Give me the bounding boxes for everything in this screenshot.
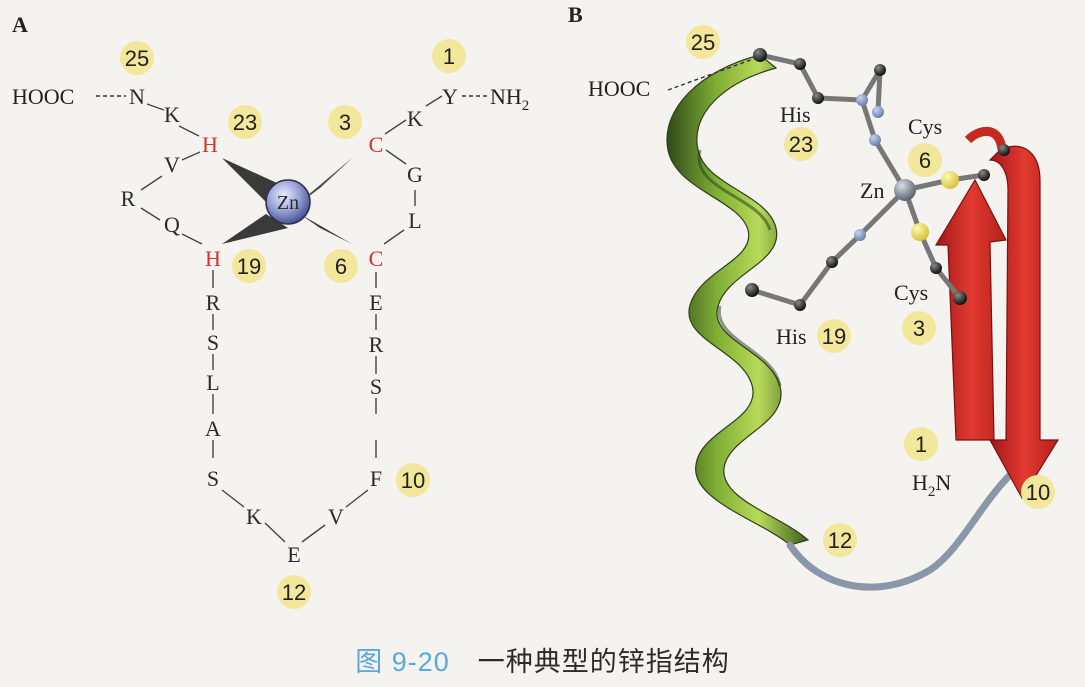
residue-11: V	[328, 504, 344, 529]
residue-17: S	[207, 330, 219, 355]
badge-1: 1	[443, 44, 455, 69]
residue-23-his: H	[202, 132, 218, 157]
badge-25: 25	[125, 46, 149, 71]
diagram-canvas: A Zn	[12, 2, 1060, 609]
badge-3: 3	[339, 110, 351, 135]
residue-2: K	[407, 106, 423, 131]
badge-b-10: 10	[1026, 480, 1050, 505]
badge-b-23: 23	[789, 132, 813, 157]
badge-b-3: 3	[913, 316, 925, 341]
panel-b-cterm: HOOC	[588, 76, 650, 101]
residue-10: F	[370, 466, 382, 491]
residue-4: G	[407, 162, 423, 187]
badge-19: 19	[237, 254, 261, 279]
panel-a-label: A	[12, 12, 28, 37]
zinc-coordination-center: Zn	[222, 158, 352, 244]
panel-b-label: B	[568, 2, 583, 27]
zinc-atom	[894, 179, 916, 201]
residue-8: R	[369, 332, 384, 357]
sulfur-atom	[911, 223, 929, 241]
badge-b-25: 25	[691, 30, 715, 55]
panel-a-cterm: HOOC	[12, 84, 74, 109]
residue-3-cys: C	[369, 132, 384, 157]
residue-6-cys: C	[369, 246, 384, 271]
panel-b-nterm: H2N	[912, 470, 951, 500]
loop-coil	[786, 471, 1014, 591]
badge-6: 6	[335, 254, 347, 279]
cys-3-label: Cys	[894, 280, 928, 305]
badge-12: 12	[282, 580, 306, 605]
residue-13: K	[246, 504, 262, 529]
residue-24: K	[164, 102, 180, 127]
zinc-label: Zn	[277, 192, 299, 214]
residue-7: E	[369, 290, 382, 315]
panel-b-badges: 25 23 6 3 19 1 10 12	[686, 25, 1055, 557]
badge-b-1: 1	[915, 432, 927, 457]
badge-10: 10	[401, 468, 425, 493]
panel-a-bonds	[96, 95, 488, 543]
residue-19-his: H	[205, 246, 221, 271]
residue-25: N	[129, 84, 145, 109]
residue-12: E	[287, 542, 300, 567]
his-19-label: His	[776, 324, 807, 349]
residue-9: S	[370, 374, 382, 399]
figure-title: 一种典型的锌指结构	[477, 647, 730, 678]
panel-a-nterm: NH2	[490, 84, 529, 114]
residue-5: L	[408, 208, 421, 233]
residue-18: R	[206, 290, 221, 315]
cys-6-label: Cys	[908, 114, 942, 139]
badge-b-6: 6	[919, 148, 931, 173]
residue-20: Q	[164, 212, 180, 237]
residue-16: L	[206, 370, 219, 395]
sulfur-atom	[941, 171, 959, 189]
badge-b-19: 19	[822, 324, 846, 349]
figure-number: 图 9-20	[355, 647, 450, 677]
beta-sheet	[934, 127, 1060, 500]
residue-22: V	[164, 152, 180, 177]
zinc-ion	[265, 179, 311, 225]
panel-a-residues: Y K C G L C E R S F V E K S A L S R H Q …	[121, 84, 458, 567]
badge-23: 23	[233, 110, 257, 135]
residue-14: S	[207, 466, 219, 491]
atoms	[745, 48, 1010, 311]
figure-caption: 图 9-20 一种典型的锌指结构	[0, 640, 1085, 679]
residue-21: R	[121, 186, 136, 211]
residue-1: Y	[442, 84, 458, 109]
residue-15: A	[205, 416, 221, 441]
badge-b-12: 12	[828, 528, 852, 553]
panel-b-zinc-label: Zn	[860, 178, 884, 203]
his-23-label: His	[780, 102, 811, 127]
panel-a-badges: 25 1 23 3 19 6 10 12	[120, 39, 466, 609]
